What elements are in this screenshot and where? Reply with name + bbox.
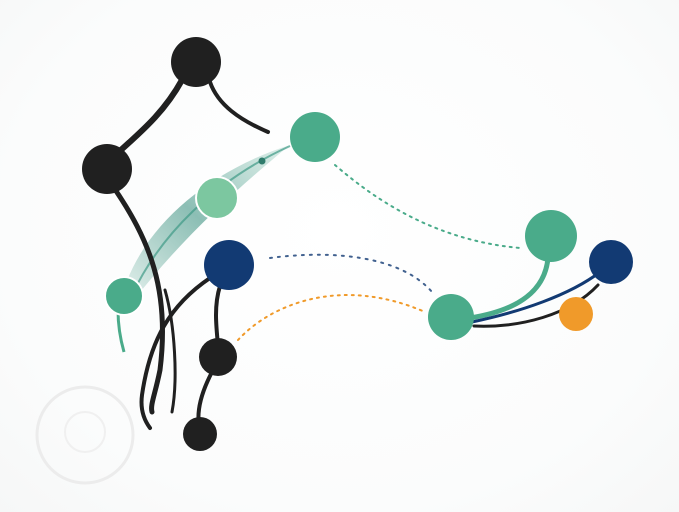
node-mid-navy — [204, 240, 254, 290]
node-right-top-green — [525, 210, 577, 262]
dotted-link-orange — [237, 294, 426, 341]
ghost-circle-decoration — [35, 385, 135, 485]
node-mid-light-green — [195, 176, 239, 220]
node-right-navy — [589, 240, 633, 284]
node-bottom-dark — [183, 417, 217, 451]
ribbon-dot — [258, 157, 266, 165]
node-upper-green — [290, 112, 340, 162]
node-top-dark — [171, 37, 221, 87]
green-edge-left — [116, 309, 126, 353]
node-right-orange — [559, 297, 593, 331]
dotted-link-navy — [269, 253, 433, 293]
node-lower-dark — [199, 338, 237, 376]
right-cluster-edges — [467, 255, 602, 328]
node-right-center-green — [428, 294, 474, 340]
dotted-link-green-top — [334, 164, 521, 249]
node-left-green — [104, 276, 144, 316]
node-left-dark — [82, 144, 132, 194]
